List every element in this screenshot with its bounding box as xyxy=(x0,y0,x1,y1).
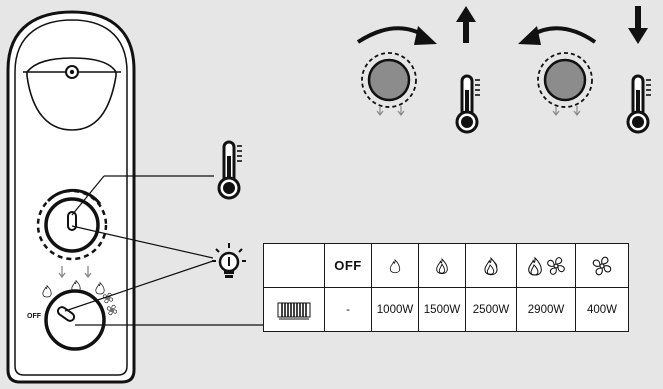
header-empty-cell xyxy=(263,243,325,288)
temperature-marks-icon xyxy=(58,266,92,279)
power-value-flame-small: 1000W xyxy=(371,287,419,332)
heater-unit-icon xyxy=(6,10,136,384)
thermostat-knob-icon xyxy=(36,188,108,261)
flame-large-fan-icon xyxy=(528,256,565,276)
power-table: OFF xyxy=(263,243,629,332)
header-flame-large-cell xyxy=(465,243,517,288)
header-fan-cell xyxy=(575,243,629,288)
temperature-up-arrow-icon xyxy=(456,6,476,43)
temperature-marks-icon xyxy=(552,106,581,116)
flame-medium-icon xyxy=(436,258,448,274)
header-flame-medium-cell xyxy=(418,243,466,288)
power-value-fan: 400W xyxy=(575,287,629,332)
header-flame-fan-cell xyxy=(516,243,576,288)
dial-off-label: OFF xyxy=(27,313,42,320)
leader-lines xyxy=(64,175,263,326)
thermometer-icon xyxy=(626,74,653,134)
power-table-header-row: OFF xyxy=(263,243,629,288)
header-off-cell: OFF xyxy=(324,243,372,288)
power-value-off: - xyxy=(324,287,372,332)
indicator-lamp-icon xyxy=(212,243,246,278)
flame-small-icon xyxy=(389,259,401,273)
thermostat-knob-icon xyxy=(360,51,418,109)
temperature-marks-icon xyxy=(376,106,405,116)
thermostat-knob-icon xyxy=(536,51,594,109)
temperature-down-arrow-icon xyxy=(628,6,648,44)
power-value-flame-large: 2500W xyxy=(465,287,517,332)
radiator-icon xyxy=(277,302,311,319)
header-flame-small-cell xyxy=(371,243,419,288)
power-table-row: - 1000W 1500W 2500W 2900W 400W xyxy=(263,287,629,332)
power-value-flame-medium: 1500W xyxy=(418,287,466,332)
flame-large-icon xyxy=(484,257,498,275)
thermometer-icon xyxy=(455,74,482,134)
radiator-cell xyxy=(263,287,325,332)
fan-icon xyxy=(592,256,612,275)
power-value-flame-fan: 2900W xyxy=(516,287,576,332)
thermometer-icon xyxy=(217,140,244,200)
rotate-counterclockwise-arrow-icon xyxy=(518,26,597,45)
rotate-clockwise-arrow-icon xyxy=(356,26,437,45)
mode-selector-knob-icon xyxy=(42,280,118,351)
